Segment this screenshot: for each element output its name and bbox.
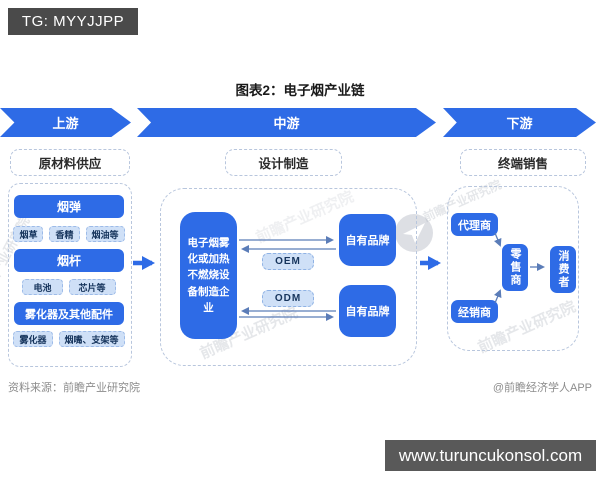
banner-midstream: 中游 xyxy=(137,108,436,137)
oem-box: OEM xyxy=(262,253,314,270)
midstream-container xyxy=(160,188,417,366)
tg-badge: TG: MYYJJPP xyxy=(8,8,138,35)
banner-downstream-label: 下游 xyxy=(506,116,533,131)
agent-box: 代理商 xyxy=(451,213,498,236)
item-tobacco: 烟草 xyxy=(13,226,44,242)
website-bar: www.turuncukonsol.com xyxy=(385,440,596,471)
group-header-atomizer-accessories: 雾化器及其他配件 xyxy=(14,302,124,325)
banner-upstream-label: 上游 xyxy=(52,116,79,131)
own-brand-bottom-box: 自有品牌 xyxy=(339,285,396,337)
source-note: 资料来源：前瞻产业研究院 xyxy=(8,382,140,394)
item-mouthpiece-bracket: 烟嘴、支架等 xyxy=(58,331,125,347)
item-atomizer: 雾化器 xyxy=(13,331,53,347)
manufacturer-box: 电子烟雾化或加热不燃烧设备制造企业 xyxy=(180,212,237,339)
downstream-container xyxy=(447,186,579,351)
item-eliquid: 烟油等 xyxy=(85,226,125,242)
retailer-box: 零售商 xyxy=(502,244,528,291)
label-terminal-sales: 终端销售 xyxy=(460,149,586,176)
label-raw-materials: 原材料供应 xyxy=(10,149,130,176)
banner-midstream-label: 中游 xyxy=(273,116,300,131)
banner-downstream: 下游 xyxy=(443,108,596,137)
distributor-box: 经销商 xyxy=(451,300,498,323)
chart-title: 图表2：电子烟产业链 xyxy=(235,83,365,98)
credit-note: @前瞻经济学人APP xyxy=(492,382,592,394)
item-battery: 电池 xyxy=(22,279,63,295)
cartridge-items-row: 烟草 香精 烟油等 xyxy=(12,226,126,242)
item-flavor: 香精 xyxy=(49,226,80,242)
own-brand-top-box: 自有品牌 xyxy=(339,214,396,266)
group-header-cartridge: 烟弹 xyxy=(14,195,124,218)
consumer-box: 消费者 xyxy=(550,246,576,293)
upstream-container xyxy=(8,183,132,367)
odm-box: ODM xyxy=(262,290,314,307)
label-design-manufacture: 设计制造 xyxy=(225,149,342,176)
item-chips: 芯片等 xyxy=(68,279,116,295)
atomizer-items-row: 雾化器 烟嘴、支架等 xyxy=(12,331,126,347)
group-header-stick: 烟杆 xyxy=(14,249,124,272)
stick-items-row: 电池 芯片等 xyxy=(12,279,126,295)
banner-upstream: 上游 xyxy=(0,108,131,137)
